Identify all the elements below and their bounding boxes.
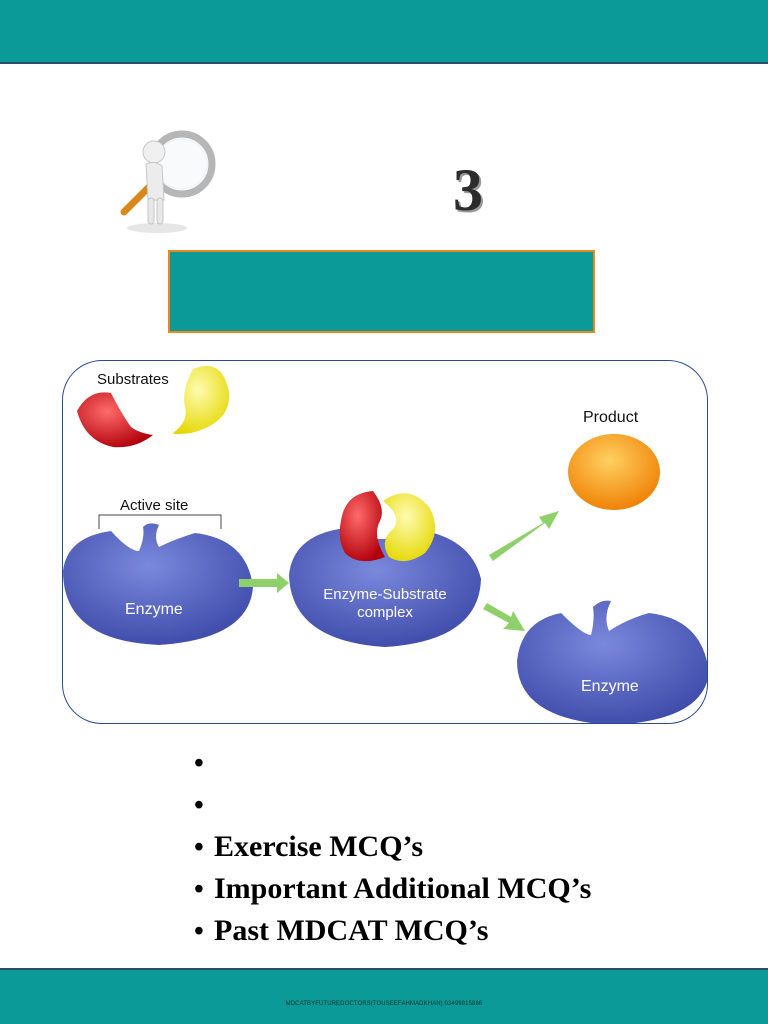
product-label: Product <box>583 409 639 426</box>
released-enzyme-shape <box>517 600 707 723</box>
chapter-number: 3 <box>453 157 483 223</box>
footer-band <box>0 968 768 1024</box>
list-item: • Past MDCAT MCQ’s <box>194 910 591 952</box>
complex-enzyme-shape <box>289 528 481 647</box>
enzyme-diagram: Substrates Active site Enzyme Enzyme-Sub… <box>62 360 708 724</box>
bullet-icon: • <box>194 874 204 905</box>
bullet-icon: • <box>194 790 204 821</box>
list-item: • Important Additional MCQ’s <box>194 868 591 910</box>
list-item: • <box>194 742 591 784</box>
bullet-icon: • <box>194 916 204 947</box>
yellow-substrate-icon <box>173 366 230 434</box>
arrow-to-released-enzyme <box>483 603 525 631</box>
bullet-icon: • <box>194 832 204 863</box>
arrow-to-product <box>489 511 559 561</box>
complex-red-substrate-icon <box>339 491 385 562</box>
list-item: • <box>194 784 591 826</box>
footer-text: MDCATBYFUTUREDOCTORS(TOUSEEFAHMADKHAN) 0… <box>285 1001 483 1007</box>
enzyme-shape <box>63 523 253 645</box>
released-enzyme-label: Enzyme <box>581 678 639 695</box>
contents-list: • • • Exercise MCQ’s • Important Additiona… <box>194 742 591 952</box>
enzyme-diagram-illustration: Substrates Active site Enzyme Enzyme-Sub… <box>63 366 707 723</box>
arrow-to-complex <box>239 573 289 593</box>
chapter-title-box <box>168 250 595 333</box>
product-icon <box>568 434 660 510</box>
list-item-text: Important Additional MCQ’s <box>214 872 592 905</box>
enzyme-label: Enzyme <box>125 601 183 618</box>
active-site-label: Active site <box>120 497 188 514</box>
list-item: • Exercise MCQ’s <box>194 826 591 868</box>
list-item-text: Exercise MCQ’s <box>214 830 424 863</box>
complex-label-line2: complex <box>357 604 413 621</box>
list-item-text: Past MDCAT MCQ’s <box>214 914 489 947</box>
bullet-icon: • <box>194 748 204 779</box>
magnifier-person-icon <box>120 130 216 233</box>
complex-label-line1: Enzyme-Substrate <box>323 586 446 603</box>
header-band <box>0 0 768 64</box>
red-substrate-icon <box>77 392 153 448</box>
active-site-bracket <box>98 514 222 529</box>
complex-yellow-substrate-icon <box>383 493 436 562</box>
substrates-label: Substrates <box>97 371 169 388</box>
